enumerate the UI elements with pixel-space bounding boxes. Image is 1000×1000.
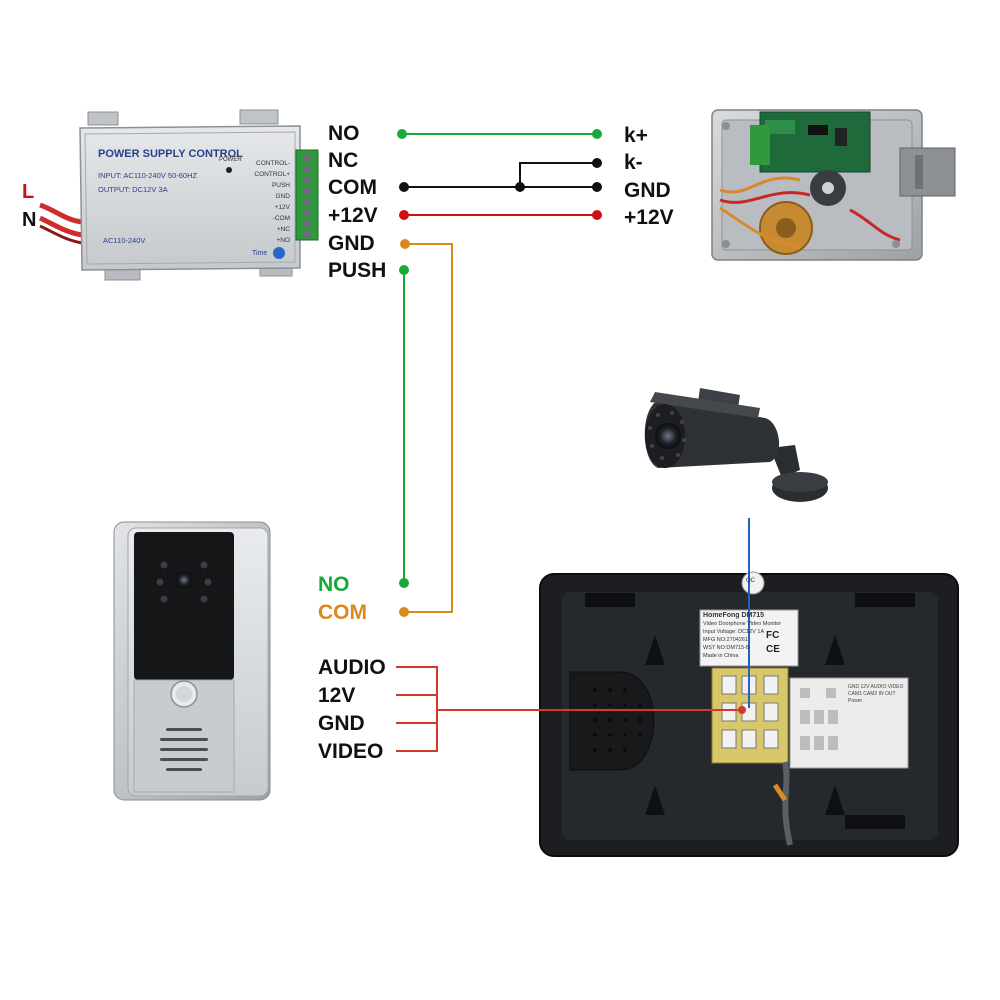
terminal-push: PUSH <box>271 182 290 189</box>
port-label: CAM2 <box>863 691 878 697</box>
sticker-line: Video Doorphone Video Monitor <box>703 621 782 627</box>
mains-l-label: L <box>22 181 35 203</box>
electric-lock <box>711 109 956 261</box>
terminal-gnd: GND <box>275 193 290 200</box>
port-label: CAM1 <box>848 691 862 697</box>
port-label: OUT <box>884 691 896 697</box>
time-knob-icon <box>273 247 285 259</box>
bus-gnd-label: GND <box>318 712 365 735</box>
psu-input-rating: INPUT: AC110-240V 50-60HZ <box>98 171 198 180</box>
terminal-no: +NO <box>276 237 290 244</box>
psu-time-label: Time <box>252 250 268 257</box>
unlock-no-label: NO <box>318 573 350 596</box>
psu-com-label: COM <box>328 176 377 199</box>
terminal-12v: +12V <box>274 204 290 211</box>
qc-mark: QC <box>746 578 755 584</box>
terminal-control-minus: CONTROL- <box>256 160 290 167</box>
power-supply-unit <box>38 109 319 281</box>
bus-12v-label: 12V <box>318 684 356 707</box>
sticker-line: Made in China <box>703 653 739 659</box>
wires <box>396 133 750 752</box>
port-legend-text: GND 12V AUDIO VIDEO CAM1 CAM2 IN OUT Pow… <box>848 684 906 705</box>
terminal-com: -COM <box>272 215 290 222</box>
psu-12v-label: +12V <box>328 204 378 227</box>
cctv-camera <box>644 388 828 502</box>
terminal-nc: +NC <box>276 226 290 233</box>
psu-gnd-label: GND <box>328 232 375 255</box>
port-label: Power <box>848 698 863 704</box>
psu-output-rating: OUTPUT: DC12V 3A <box>98 185 168 194</box>
indoor-monitor <box>539 571 959 857</box>
bus-video-label: VIDEO <box>318 740 384 763</box>
unlock-com-label: COM <box>318 601 367 624</box>
outdoor-doorbell-unit <box>113 521 271 801</box>
fc-mark: FC <box>766 630 780 641</box>
lock-gnd-label: GND <box>624 179 671 202</box>
lock-kplus-label: k+ <box>624 124 648 147</box>
port-label: IN <box>878 691 884 697</box>
ce-mark: CE <box>766 644 780 655</box>
psu-title: POWER SUPPLY CONTROL <box>98 148 243 160</box>
port-label: GND <box>848 684 860 690</box>
sticker-line: HomeFong DM715 <box>703 612 765 619</box>
psu-terminal-labels: CONTROL- CONTROL+ PUSH GND +12V -COM +NC… <box>246 158 290 246</box>
wire-terminal-dots <box>397 129 746 714</box>
psu-no-label: NO <box>328 122 360 145</box>
qc-sticker <box>741 571 765 595</box>
psu-footer: AC110-240V <box>103 236 146 245</box>
sticker-line: Input Voltage: DC12V 1A <box>703 629 765 635</box>
port-label: 12V <box>860 684 870 690</box>
speaker-grille-icon <box>160 728 208 771</box>
psu-push-label: PUSH <box>328 259 387 282</box>
sticker-line: WST NO:DM715-B <box>703 645 750 651</box>
psu-nc-label: NC <box>328 149 359 172</box>
doorbell-camera-icon <box>176 572 192 588</box>
psu-power-label: POWER <box>219 157 242 163</box>
power-led <box>226 167 232 173</box>
mains-n-label: N <box>22 209 37 231</box>
terminal-screws <box>303 154 311 238</box>
monitor-sticker-text: HomeFong DM715 Video Doorphone Video Mon… <box>703 612 797 660</box>
bus-audio-label: AUDIO <box>318 656 386 679</box>
terminal-control-plus: CONTROL+ <box>254 171 290 178</box>
port-label: VIDEO <box>887 684 904 690</box>
lock-12v-label: +12V <box>624 206 674 229</box>
lock-kminus-label: k- <box>624 151 643 174</box>
port-label: AUDIO <box>870 684 887 690</box>
sticker-line: MFG NO:2704261 <box>703 637 748 643</box>
